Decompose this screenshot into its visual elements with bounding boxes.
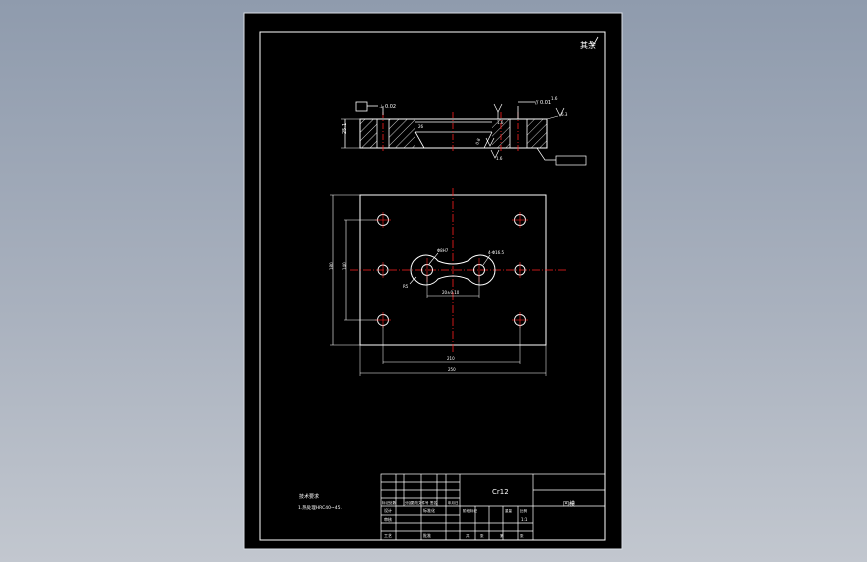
row-label: 分区 (405, 500, 413, 505)
slot-leader (536, 147, 556, 161)
callout-leader (482, 254, 491, 266)
roughness-bottom-text: 1.6 (496, 156, 503, 161)
row-label: 标记处数 (382, 500, 396, 505)
dim-inner-height-text: 140 (342, 262, 347, 270)
row-label: 更改文件号 (411, 500, 429, 505)
dim-height-text: 25.1 (342, 123, 348, 134)
roughness-icon-right (555, 107, 565, 117)
central-cavity (410, 254, 496, 286)
sheet-label: 第 (500, 533, 504, 538)
left-tolerance-box (355, 101, 368, 112)
process-label: 工艺 (384, 533, 392, 538)
technical-notes: 技术要求 1.热处理HRC40~45. (298, 493, 342, 511)
leader-line (546, 115, 559, 120)
notes-item-1: 1.热处理HRC40~45. (298, 504, 342, 511)
callout-leader (409, 276, 417, 285)
sheet-label: 张 (480, 533, 484, 538)
roughness-icon-bottom (490, 149, 500, 159)
scale-text: 1:1 (521, 517, 528, 522)
right-tolerance-text: // 0.01 (535, 100, 551, 106)
corner-hole (375, 212, 391, 228)
radius-label: R5 (403, 284, 409, 289)
dim-inner-width-text: 210 (447, 356, 455, 361)
cavity-slope-right (483, 131, 493, 149)
design-label: 设计 (384, 507, 392, 513)
sheet-label: 张 (520, 533, 524, 538)
left-tolerance-text: ⊥ 0.02 (379, 104, 396, 110)
roughness-check-icon (589, 36, 599, 47)
part-name-text: 凹模 (563, 500, 575, 508)
stage-header: 比例 (520, 508, 528, 513)
cavity-slope-left (414, 131, 425, 149)
slot-label-box (555, 155, 587, 166)
drawing-sheet (243, 12, 623, 550)
sheet-label: 共 (466, 533, 470, 538)
dim-outer-width-text: 250 (448, 367, 456, 372)
stage-header: 阶段标记 (463, 508, 477, 513)
material-text: Cr12 (492, 488, 509, 496)
corner-hole (512, 312, 528, 328)
corner-hole (375, 312, 391, 328)
review-label: 审核 (384, 516, 392, 522)
pin-hole (514, 262, 526, 278)
standard-label: 标准化 (423, 507, 435, 513)
roughness-rest-text: 其余 (580, 40, 596, 50)
dim-outer-height-text: 180 (329, 262, 334, 270)
section-view: ⊥ 0.02 25.1 26 // 0.01 1.6 1.6 6.3 0.8 1… (341, 96, 587, 166)
dim-center-distance-text: 20±0.10 (442, 290, 460, 295)
row-label: 年月日 (448, 500, 459, 505)
title-block (380, 473, 606, 541)
roughness-small-text: 1.6 (497, 120, 504, 125)
stage-header: 重量 (505, 508, 513, 513)
roughness-left-text: 0.8 (474, 137, 481, 145)
section-hatch-left (360, 119, 377, 148)
section-hatch-right (527, 119, 547, 148)
row-label: 签名 (430, 500, 437, 505)
pin-hole (377, 262, 389, 278)
plan-view: Φ8H7 4-Φ16.5 R5 20±0.10 210 250 180 140 (329, 188, 566, 376)
section-hatch-left-mid (389, 119, 415, 148)
dim-mid-text: 26 (418, 124, 424, 129)
callout-leader (428, 252, 439, 265)
center-hole-label: 4-Φ16.5 (488, 250, 504, 255)
section-hatch-right-mid (492, 119, 510, 148)
notes-title: 技术要求 (299, 493, 319, 500)
title-block-text: Cr12 凹模 标记处数 分区 更改文件号 签名 年月日 设计 标准化 审核 工… (382, 488, 575, 538)
approve-label: 批准 (423, 532, 431, 538)
corner-hole (512, 212, 528, 228)
roughness-rest-symbol: 其余 (580, 36, 599, 50)
roughness-top-text: 1.6 (551, 96, 558, 101)
roughness-right-text: 6.3 (561, 112, 568, 117)
pin-hole-label: Φ8H7 (437, 248, 449, 253)
roughness-icon-left (485, 137, 495, 147)
